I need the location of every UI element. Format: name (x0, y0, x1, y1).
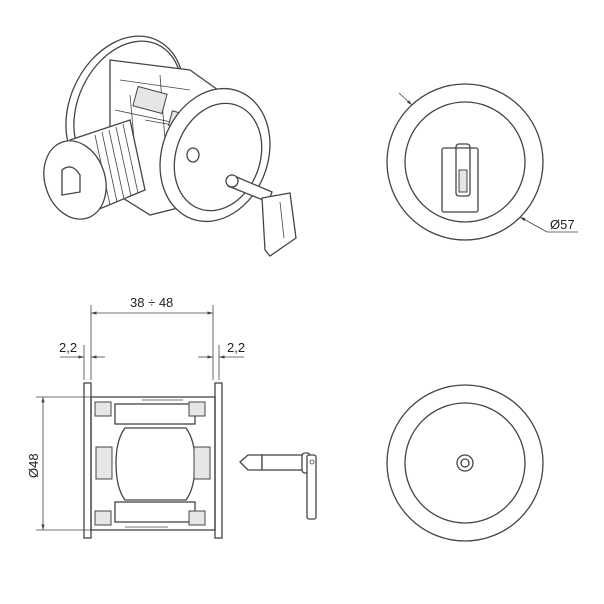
back-view (386, 384, 544, 542)
outer-diameter-label: Ø57 (550, 217, 575, 232)
isometric-view (43, 35, 297, 257)
body-diameter-label: Ø48 (26, 453, 41, 478)
side-view: 38 ÷ 48 2,2 2,2 Ø48 (26, 295, 317, 539)
front-view-key: Ø57 (386, 83, 578, 241)
flange-left-label: 2,2 (59, 340, 77, 355)
flange-right-label: 2,2 (227, 340, 245, 355)
length-range-label: 38 ÷ 48 (130, 295, 173, 310)
